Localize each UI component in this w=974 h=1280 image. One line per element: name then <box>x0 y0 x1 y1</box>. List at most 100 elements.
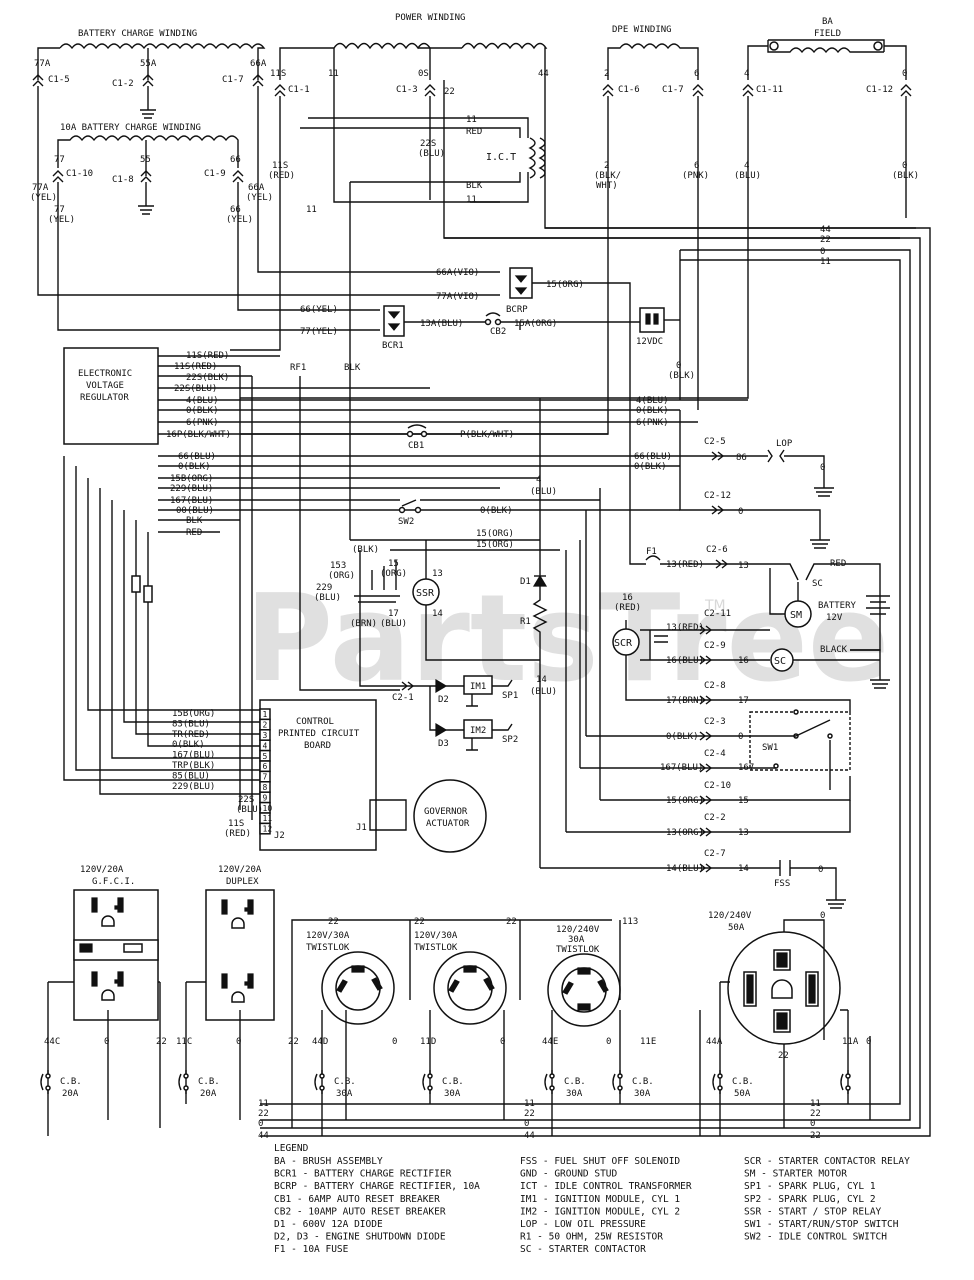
d2-label: D2 <box>438 695 449 705</box>
wire-label: 11 <box>328 69 339 79</box>
wire-label: (YEL) <box>48 215 75 225</box>
wire-label: 15(ORG) <box>476 540 514 550</box>
regulator-wire: 11S(RED) <box>186 351 229 361</box>
breaker-arc <box>422 1073 426 1091</box>
breaker-terminal <box>319 1073 325 1079</box>
wire-label: 11S <box>272 161 288 171</box>
legend-entry: SW2 - IDLE CONTROL SWITCH <box>744 1232 887 1243</box>
regulator-wire: 4(BLU) <box>186 396 219 406</box>
pcb-wire-label: 167(BLU) <box>172 751 215 761</box>
wire-label: (ORG) <box>380 569 407 579</box>
wire-label: 4 <box>536 475 541 485</box>
bundle-wire: BLK <box>186 516 203 526</box>
bus-label: 44 <box>820 225 831 235</box>
resistor-icon <box>143 585 153 603</box>
bundle-wire: 167(BLU) <box>170 496 213 506</box>
wire-label: 77 <box>54 205 65 215</box>
battery-charge-winding-label: BATTERY CHARGE WINDING <box>78 29 197 39</box>
pcb-wire-label: 229(BLU) <box>172 782 215 792</box>
bundle-wire: 229(BLU) <box>170 484 213 494</box>
wire-label: 13(ORG) <box>666 828 704 838</box>
duplex-label: DUPLEX <box>226 877 259 887</box>
wire-label: 0 <box>818 865 823 875</box>
breaker-terminal <box>549 1085 555 1091</box>
wire-label: (RED) <box>224 829 251 839</box>
bus-label-bottom: 22 <box>524 1109 535 1119</box>
sc-label: SC <box>812 579 823 589</box>
legend-entry: D2, D3 - ENGINE SHUTDOWN DIODE <box>274 1232 446 1243</box>
connector-label: C1-7 <box>222 75 244 85</box>
wire-label: 0 <box>820 911 825 921</box>
bus-label-bottom: 22 <box>810 1109 821 1119</box>
c2-1-label: C2-1 <box>392 693 414 703</box>
wire-label: 13 <box>738 561 749 571</box>
bus-label-bottom: 11 <box>810 1099 821 1109</box>
cb-rating: 30A <box>336 1089 353 1099</box>
connector-label: C1-8 <box>112 175 134 185</box>
bus-label-bottom: 44 <box>258 1131 269 1141</box>
sp2-label: SP2 <box>502 735 518 745</box>
bundle-wire: 00(BLU) <box>176 506 214 516</box>
bundle-wire: 66(BLU) <box>178 452 216 462</box>
legend-entry: SC - STARTER CONTACTOR <box>520 1244 646 1255</box>
pcb-pin-number: 3 <box>263 731 268 740</box>
bus-label-bottom: 22 <box>258 1109 269 1119</box>
cb2-terminal <box>494 318 502 326</box>
pcb-pin-number: 8 <box>263 783 268 792</box>
regulator-wire: 16P(BLK/WHT) <box>166 430 231 440</box>
duplex-receptacle-bottom <box>221 973 254 1003</box>
wire-label: 15A(ORG) <box>514 319 557 329</box>
regulator-title: VOLTAGE <box>86 381 124 391</box>
cb-label: C.B. <box>442 1077 464 1087</box>
wire-label: (BLU) <box>530 687 557 697</box>
power-winding-label: POWER WINDING <box>395 13 465 23</box>
twistlok2-label: TWISTLOK <box>414 943 458 953</box>
wire-label: 0 <box>738 732 743 742</box>
wire-label: 13(RED) <box>666 560 704 570</box>
regulator-title: REGULATOR <box>80 393 129 403</box>
cb-rating: 30A <box>566 1089 583 1099</box>
breaker-arc <box>178 1073 182 1091</box>
wire-label: 77A <box>34 59 51 69</box>
bus-label-bottom: 0 <box>810 1119 815 1129</box>
wire-label: (BLU) <box>530 487 557 497</box>
wire-label: 44 <box>538 69 549 79</box>
wire-label: 15(ORG) <box>546 280 584 290</box>
wire-label: (YEL) <box>226 215 253 225</box>
gfci-label: G.F.C.I. <box>92 877 135 887</box>
wire-label: 11 <box>306 205 317 215</box>
branch-label: 0 <box>866 1037 871 1047</box>
wire-label: 22S <box>420 139 436 149</box>
wire-label: 0 <box>820 463 825 473</box>
pcb-pin-number: 9 <box>263 793 268 802</box>
legend-entry: BCR1 - BATTERY CHARGE RECTIFIER <box>274 1169 452 1180</box>
bundle-wire: 0(BLK) <box>178 462 211 472</box>
governor-label: GOVERNOR <box>424 807 468 817</box>
c2-12-label: C2-12 <box>704 491 731 501</box>
pcb-wire-label: 85(BLU) <box>172 771 210 781</box>
breaker-terminal <box>549 1073 555 1079</box>
wire-label: RED <box>830 559 846 569</box>
wire-label: 77 <box>54 155 65 165</box>
sc-contactor-label: SC <box>774 656 786 667</box>
connector-label: C1-5 <box>48 75 70 85</box>
wire-label: 11S <box>270 69 286 79</box>
bus-label-bottom: 11 <box>258 1099 269 1109</box>
c2-8-label: C2-8 <box>704 681 726 691</box>
field-label: FIELD <box>814 29 841 39</box>
legend-entry: SSR - START / STOP RELAY <box>744 1206 882 1217</box>
control-pcb-box <box>259 699 377 851</box>
breaker-terminal <box>45 1085 51 1091</box>
wire-label: (YEL) <box>246 193 273 203</box>
breaker-arc <box>712 1073 716 1091</box>
pcb-pin-number: 2 <box>263 721 268 730</box>
branch-label: 44C <box>44 1037 60 1047</box>
pcb-wire-label: 0(BLK) <box>172 740 205 750</box>
gfci-rating: 120V/20A <box>80 865 124 875</box>
lop-label: LOP <box>776 439 793 449</box>
wire-label: 66A <box>248 183 265 193</box>
wire-label: 14(BLU) <box>666 864 704 874</box>
wire-label: 0(BLK) <box>666 732 699 742</box>
breaker-terminal <box>717 1073 723 1079</box>
wire-label: 15(ORG) <box>476 529 514 539</box>
